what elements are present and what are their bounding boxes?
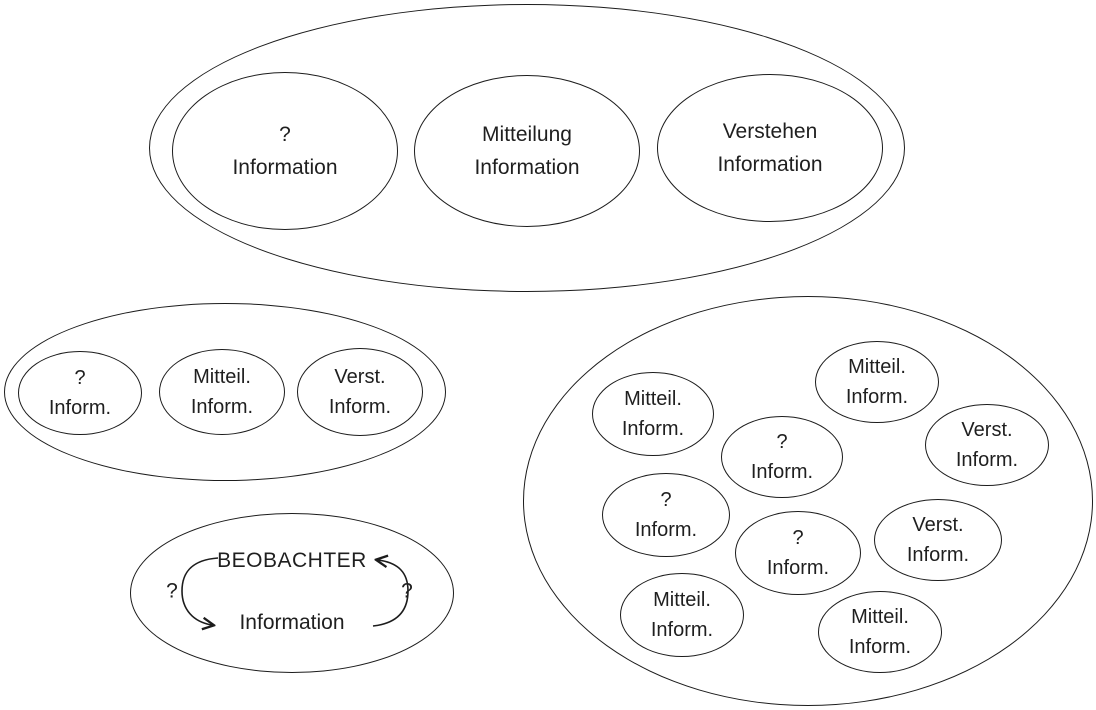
mid-left-ellipse-question-inform: ? Inform. <box>18 351 142 435</box>
ellipse-label-line1: Mitteilung <box>482 123 572 146</box>
observer-cycle: BEOBACHTER Information ? ? <box>130 513 454 673</box>
ellipse-label-line2: Inform. <box>750 461 814 483</box>
top-group-outer-ellipse <box>149 4 905 292</box>
ellipse-label-line2: Information <box>232 156 338 179</box>
top-ellipse-question-information: ? Information <box>172 72 398 230</box>
ellipse-label-line2: Inform. <box>906 544 970 566</box>
ellipse-label-line1: Mitteil. <box>851 606 909 628</box>
ellipse-label-line1: ? <box>776 431 788 453</box>
ellipse-label-line2: Inform. <box>328 396 392 418</box>
observer-question-left: ? <box>166 579 178 603</box>
observer-group-ellipse <box>130 513 454 673</box>
ellipse-label-line2: Inform. <box>766 557 830 579</box>
ellipse-label-line1: Mitteil. <box>624 388 682 410</box>
ellipse-label-line1: ? <box>660 489 672 511</box>
right-ellipse-verst-1: Verst. Inform. <box>925 404 1049 486</box>
ellipse-label-line1: Verstehen <box>722 120 818 143</box>
cycle-arrow-left-icon <box>181 557 219 625</box>
observer-question-right: ? <box>401 579 413 603</box>
ellipse-label-line1: ? <box>74 367 86 389</box>
ellipse-label-line2: Inform. <box>621 418 685 440</box>
mid-left-ellipse-mitteil-inform: Mitteil. Inform. <box>159 349 285 435</box>
right-ellipse-mitteil-4: Mitteil. Inform. <box>818 591 942 673</box>
right-ellipse-question-2: ? Inform. <box>602 473 730 557</box>
ellipse-label-line2: Inform. <box>848 636 912 658</box>
ellipse-label-line1: Mitteil. <box>653 589 711 611</box>
right-ellipse-mitteil-2: Mitteil. Inform. <box>815 341 939 423</box>
mid-left-ellipse-verst-inform: Verst. Inform. <box>297 348 423 436</box>
ellipse-label-line1: Mitteil. <box>848 356 906 378</box>
ellipse-label-line1: ? <box>279 123 291 146</box>
ellipse-label-line2: Information <box>717 153 823 176</box>
ellipse-label-line2: Inform. <box>650 619 714 641</box>
ellipse-label-line2: Inform. <box>634 519 698 541</box>
ellipse-label-line2: Inform. <box>48 397 112 419</box>
observer-title: BEOBACHTER <box>217 549 367 572</box>
ellipse-label-line2: Inform. <box>845 386 909 408</box>
ellipse-label-line1: Verst. <box>334 366 386 388</box>
ellipse-label-line1: ? <box>792 527 804 549</box>
right-group-outer-ellipse <box>523 296 1093 706</box>
right-ellipse-question-3: ? Inform. <box>735 511 861 595</box>
observer-information-label: Information <box>239 611 345 634</box>
ellipse-label-line1: Verst. <box>961 419 1013 441</box>
right-ellipse-question-1: ? Inform. <box>721 416 843 498</box>
right-ellipse-verst-2: Verst. Inform. <box>874 499 1002 581</box>
ellipse-label-line2: Inform. <box>955 449 1019 471</box>
top-ellipse-verstehen-information: Verstehen Information <box>657 74 883 222</box>
ellipse-label-line2: Information <box>474 156 580 179</box>
cycle-arrow-right-icon <box>372 560 409 627</box>
mid-left-group-outer-ellipse <box>4 303 446 481</box>
right-ellipse-mitteil-3: Mitteil. Inform. <box>620 573 744 657</box>
ellipse-label-line1: Verst. <box>912 514 964 536</box>
right-ellipse-mitteil-1: Mitteil. Inform. <box>592 372 714 456</box>
ellipse-label-line1: Mitteil. <box>193 366 251 388</box>
ellipse-label-line2: Inform. <box>190 396 254 418</box>
cycle-arrows <box>181 513 409 673</box>
top-ellipse-mitteilung-information: Mitteilung Information <box>414 75 640 227</box>
